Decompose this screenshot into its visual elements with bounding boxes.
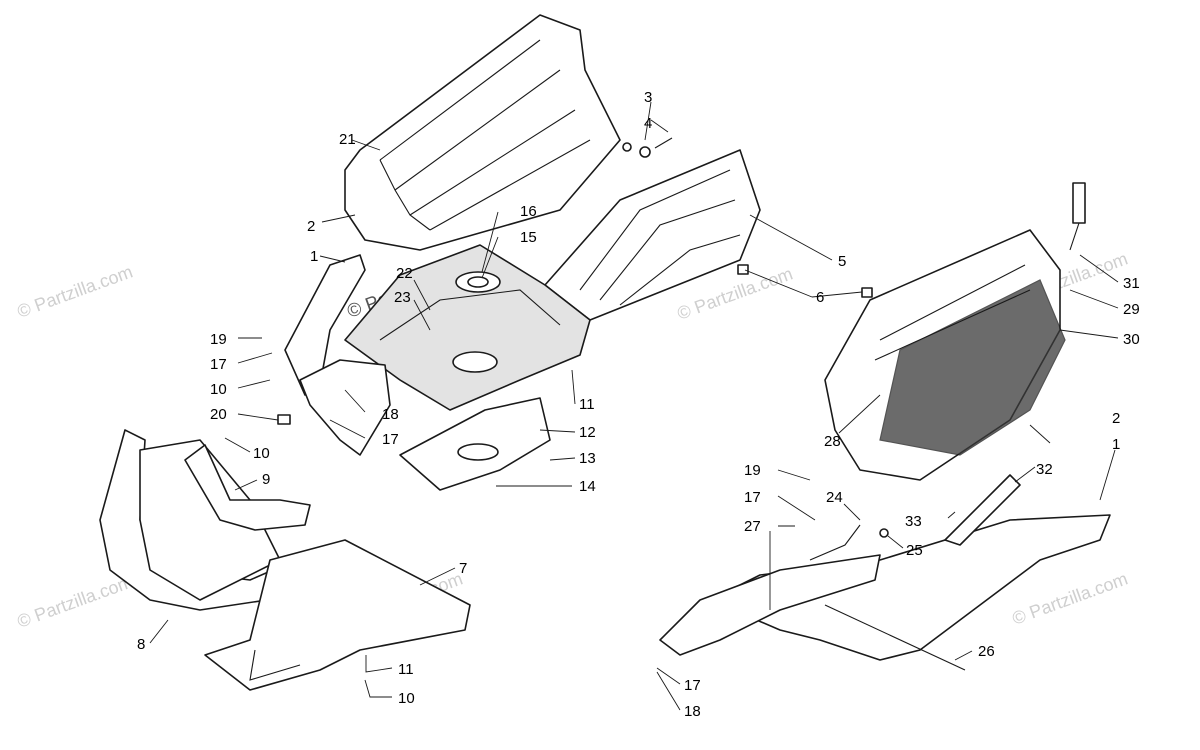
callout-17-left-a: 17 <box>210 356 227 373</box>
callout-33: 33 <box>905 513 922 530</box>
callout-3: 3 <box>644 89 652 106</box>
callout-23: 23 <box>394 289 411 306</box>
right-hood-assembly <box>824 182 1086 481</box>
callout-18-right: 18 <box>684 703 701 720</box>
callout-10-left-b: 10 <box>253 445 270 462</box>
callout-12: 12 <box>579 424 596 441</box>
watermark-left: © Partzilla.com <box>15 261 136 321</box>
callout-30: 30 <box>1123 331 1140 348</box>
clip <box>879 528 889 538</box>
callout-17-left-b: 17 <box>382 431 399 448</box>
cowl-shell-top <box>344 14 621 251</box>
upper-hood-assembly <box>277 14 873 491</box>
callout-17-right-a: 17 <box>744 489 761 506</box>
callout-2-right: 2 <box>1112 410 1120 427</box>
callout-22: 22 <box>396 265 413 282</box>
callout-19-right: 19 <box>744 462 761 479</box>
watermark-bottom-right: © Partzilla.com <box>1010 568 1131 628</box>
callouts: 21 2 3 4 16 15 5 6 1 22 23 19 17 10 20 1… <box>137 89 1140 720</box>
callout-18-left: 18 <box>382 406 399 423</box>
callout-7: 7 <box>459 560 467 577</box>
callout-19-left: 19 <box>210 331 227 348</box>
grommet-left <box>737 264 749 275</box>
clip-block <box>277 414 291 425</box>
callout-10-left-a: 10 <box>210 381 227 398</box>
mount-bracket <box>184 444 311 531</box>
lower-right-assembly <box>659 474 1111 671</box>
callout-11-bottom: 11 <box>398 661 414 678</box>
callout-4: 4 <box>644 115 652 132</box>
callout-24: 24 <box>826 489 843 506</box>
callout-8: 8 <box>137 636 145 653</box>
callout-11-center: 11 <box>579 396 595 413</box>
grommet-right <box>861 287 873 298</box>
lower-left-assembly <box>99 429 471 691</box>
callout-16: 16 <box>520 203 537 220</box>
heat-shield <box>944 474 1021 546</box>
skid-plate <box>204 539 471 691</box>
callout-6: 6 <box>816 289 824 306</box>
tray-opening <box>452 351 498 373</box>
base-tray <box>344 244 591 411</box>
callout-26: 26 <box>978 643 995 660</box>
callout-1-left: 1 <box>310 248 318 265</box>
callout-2-top: 2 <box>307 218 315 235</box>
handle-strap <box>1072 182 1086 224</box>
callout-31: 31 <box>1123 275 1140 292</box>
grille-mesh <box>879 279 1066 456</box>
callout-17-right-b: 17 <box>684 677 701 694</box>
callout-29: 29 <box>1123 301 1140 318</box>
side-panel <box>299 359 391 456</box>
callout-10-bottom: 10 <box>398 690 415 707</box>
callout-14: 14 <box>579 478 596 495</box>
callout-15: 15 <box>520 229 537 246</box>
callout-25: 25 <box>906 542 923 559</box>
watermark-bottom-left: © Partzilla.com <box>15 571 136 631</box>
bolt <box>622 142 632 152</box>
leader-lines <box>149 101 1119 711</box>
callout-21: 21 <box>339 131 356 148</box>
callout-27: 27 <box>744 518 761 535</box>
callout-28: 28 <box>824 433 841 450</box>
callout-20: 20 <box>210 406 227 423</box>
callout-5: 5 <box>838 253 846 270</box>
callout-1-right: 1 <box>1112 436 1120 453</box>
belly-pan <box>709 514 1111 661</box>
callout-13: 13 <box>579 450 596 467</box>
callout-9: 9 <box>262 471 270 488</box>
nut <box>639 146 651 158</box>
callout-32: 32 <box>1036 461 1053 478</box>
